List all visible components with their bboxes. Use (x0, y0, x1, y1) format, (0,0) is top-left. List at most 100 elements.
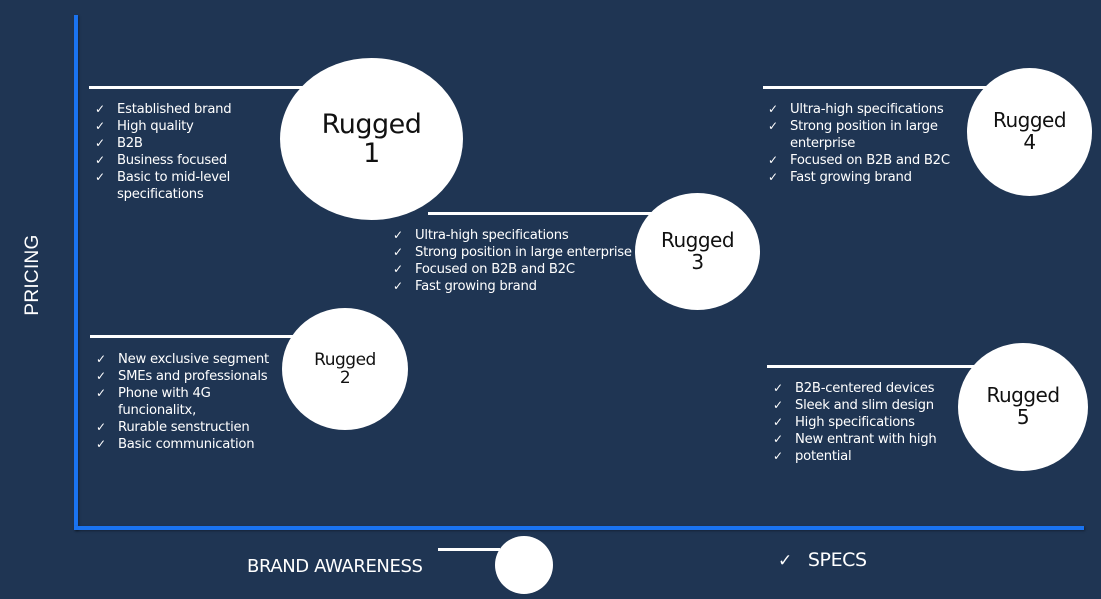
bullet-text: potential (795, 449, 852, 464)
check-icon: ✓ (773, 449, 783, 463)
check-icon: ✓ (393, 245, 403, 259)
check-icon: ✓ (773, 415, 783, 429)
bullet-text: New entrant with high (795, 432, 937, 447)
bullet-item: ✓ Basic communication (96, 436, 269, 453)
bullet-text: Strong position in large enterprise (415, 245, 632, 260)
bullet-text: Ultra-high specifications (790, 102, 944, 117)
segment-3-connector (428, 212, 653, 215)
bullet-item: ✓ Established brand (95, 101, 232, 118)
bullet-text: SMEs and professionals (118, 369, 268, 384)
bullet-text: High quality (117, 119, 194, 134)
bullet-item: ✓ High quality (95, 118, 231, 135)
segment-3-number: 3 (691, 249, 704, 274)
check-icon: ✓ (96, 352, 106, 366)
bullet-item: ✓ Fast growing brand (768, 169, 950, 186)
x-axis (74, 526, 1084, 530)
bullet-text: specifications (117, 187, 204, 202)
bullet-item: ✓ B2B (95, 135, 231, 152)
segment-4-connector (763, 86, 988, 89)
bullet-text: B2B (117, 136, 143, 151)
bullet-text: Basic communication (118, 437, 255, 452)
bullet-text: Sleek and slim design (795, 398, 934, 413)
segment-3-bullets: ✓Ultra-high specifications✓Strong positi… (393, 227, 632, 295)
check-icon: ✓ (773, 398, 783, 412)
bullet-item: funcionalitx, (96, 402, 269, 419)
bullet-item: enterprise (768, 135, 950, 152)
check-icon: ✓ (768, 102, 778, 116)
bullet-item: ✓ Phone with 4G (96, 385, 269, 402)
bullet-text: New exclusive segment (118, 352, 269, 367)
check-icon: ✓ (96, 386, 106, 400)
segment-2-bullets: ✓ New exclusive segment ✓ SMEs and professi… (96, 351, 269, 453)
bullet-item: ✓ Focused on B2B and B2C (768, 152, 950, 169)
bullet-text: B2B-centered devices (795, 381, 935, 396)
bullet-text: enterprise (790, 136, 856, 151)
check-icon: ✓ (778, 551, 792, 571)
segment-1-bullets: ✓ Established brand ✓ High quality ✓ B2B ✓ Busi… (95, 101, 232, 203)
bullet-text: Business focused (117, 153, 228, 168)
bullet-text: Rurable senstructien (118, 420, 250, 435)
bullet-item: ✓ SMEs and professionals (96, 368, 269, 385)
segment-2-title: Rugged (314, 349, 376, 370)
segment-2-number: 2 (339, 368, 351, 388)
bullet-text: Focused on B2B and B2C (790, 153, 950, 168)
bullet-text: Fast growing brand (415, 279, 537, 294)
check-icon: ✓ (96, 437, 106, 451)
check-icon: ✓ (95, 136, 105, 150)
segment-2-connector (90, 335, 295, 338)
segment-5-title: Rugged (986, 383, 1060, 408)
segment-2-bubble: Rugged 2 (282, 308, 408, 430)
bullet-item: ✓Ultra-high specifications (393, 227, 632, 244)
check-icon: ✓ (95, 119, 105, 133)
bullet-item: ✓ New entrant with high (773, 431, 937, 448)
segment-4-bullets: ✓ Ultra-high specifications✓Strong positi… (768, 101, 950, 186)
segment-1-title: Rugged (321, 108, 422, 140)
bullet-text: funcionalitx, (118, 403, 197, 418)
bullet-item: ✓ Fast growing brand (393, 278, 632, 295)
bullet-text: Focused on B2B and B2C (415, 262, 575, 277)
segment-5-connector (767, 365, 977, 368)
segment-5-bullets: ✓ B2B-centered devices ✓ Sleek and slim des… (773, 380, 937, 465)
segment-1-connector (89, 86, 304, 89)
bullet-item: ✓Rurable senstructien (96, 419, 269, 436)
check-icon: ✓ (773, 432, 783, 446)
segment-4-number: 4 (1023, 130, 1036, 154)
segment-5-number: 5 (1016, 405, 1030, 429)
bullet-item: ✓ Strong position in large enterprise (393, 244, 632, 261)
check-icon: ✓ (393, 228, 403, 242)
check-icon: ✓ (95, 102, 105, 116)
check-icon: ✓ (773, 381, 783, 395)
segment-5-bubble: Rugged 5 (958, 343, 1088, 471)
y-axis-label: PRICING (22, 234, 43, 316)
bullet-item: ✓ potential (773, 448, 937, 465)
bullet-item: ✓Strong position in large (768, 118, 950, 135)
segment-4-title: Rugged (992, 108, 1067, 133)
legend-connector-line (438, 548, 500, 551)
bullet-item: ✓ Business focused (95, 152, 231, 169)
bullet-text: Fast growing brand (790, 170, 912, 185)
check-icon: ✓ (768, 170, 778, 184)
segment-4-bubble: Rugged 4 (967, 68, 1092, 196)
check-icon: ✓ (95, 153, 105, 167)
segment-3-bubble: Rugged 3 (635, 193, 760, 310)
bullet-item: specifications (95, 186, 231, 203)
bullet-text: Established brand (117, 102, 232, 117)
bullet-item: ✓ Basic to mid-level (95, 169, 231, 186)
bullet-item: ✓ Sleek and slim design (773, 397, 937, 414)
bullet-text: Basic to mid-level (117, 170, 231, 185)
bullet-item: ✓Focused on B2B and B2C (393, 261, 632, 278)
bullet-text: High specifications (795, 415, 915, 430)
bullet-item: ✓ B2B-centered devices (773, 380, 937, 397)
check-icon: ✓ (96, 369, 106, 383)
check-icon: ✓ (768, 119, 778, 133)
check-icon: ✓ (393, 279, 403, 293)
check-icon: ✓ (95, 170, 105, 184)
specs-label-text: SPECS (807, 549, 867, 571)
segment-1-bubble: Rugged 1 (280, 58, 463, 220)
x-axis-label: BRAND AWARENESS (247, 556, 423, 577)
bullet-item: ✓ High specifications (773, 414, 937, 431)
bullet-text: Phone with 4G (118, 386, 211, 401)
specs-label: ✓ SPECS (778, 549, 867, 571)
segment-1-number: 1 (363, 138, 380, 169)
check-icon: ✓ (768, 153, 778, 167)
